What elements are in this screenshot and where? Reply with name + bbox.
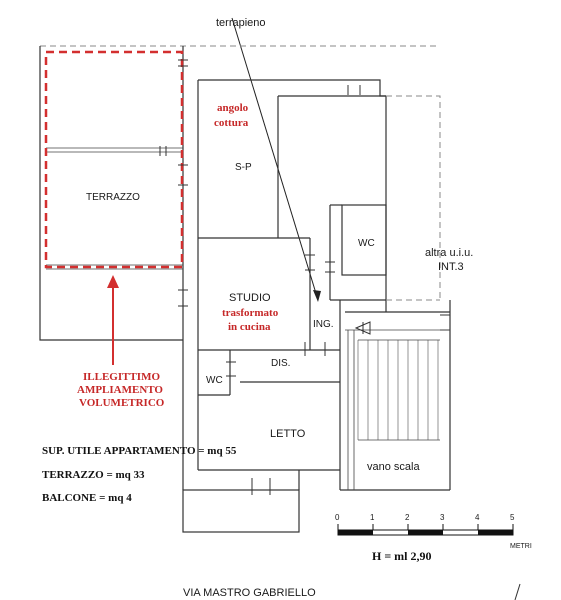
scale-bar: 0 1 2 3 4 5 METRI (335, 513, 532, 550)
label-volumetrico: VOLUMETRICO (79, 397, 165, 409)
area-balcone: BALCONE = mq 4 (42, 492, 132, 504)
label-dis: DIS. (271, 358, 290, 369)
label-altra-uiu: altra u.i.u. (425, 247, 473, 259)
opening-marks (159, 59, 450, 495)
label-studio: STUDIO (229, 292, 271, 304)
label-ing: ING. (313, 319, 334, 330)
label-cottura: cottura (214, 117, 249, 129)
label-terrazzo: TERRAZZO (86, 192, 140, 203)
scale-tick-3: 3 (440, 513, 445, 522)
label-sp: S-P (235, 162, 252, 173)
illegal-extension-outline (44, 50, 184, 269)
illegal-arrow-head (107, 275, 119, 288)
scale-tick-2: 2 (405, 513, 410, 522)
area-terrazzo: TERRAZZO = mq 33 (42, 469, 145, 481)
scale-unit: METRI (510, 543, 532, 550)
north-arrow-fragment (514, 583, 521, 600)
label-trasformato: trasformato (222, 307, 279, 319)
ceiling-height: H = ml 2,90 (372, 549, 432, 563)
label-in-cucina: in cucina (228, 321, 271, 333)
label-angolo: angolo (217, 102, 249, 114)
scale-tick-0: 0 (335, 513, 340, 522)
label-terrapieno: terrapieno (216, 17, 266, 29)
scale-tick-1: 1 (370, 513, 375, 522)
label-ampliamento: AMPLIAMENTO (77, 384, 163, 396)
apartment-walls (39, 46, 387, 533)
pointer-arrowhead (313, 290, 321, 302)
label-int3: INT.3 (438, 261, 464, 273)
scale-tick-5: 5 (510, 513, 515, 522)
label-illegittimo: ILLEGITTIMO (83, 371, 160, 383)
area-sup-utile: SUP. UTILE APPARTAMENTO = mq 55 (42, 445, 237, 457)
label-wc-right: WC (358, 238, 375, 249)
label-letto: LETTO (270, 428, 306, 440)
label-vano-scala: vano scala (367, 461, 420, 473)
terrapieno-pointer (231, 17, 319, 301)
scale-tick-4: 4 (475, 513, 480, 522)
stairwell (340, 300, 451, 491)
neighbour-unit-outline (386, 95, 441, 300)
label-wc-left: WC (206, 375, 223, 386)
street-name: VIA MASTRO GABRIELLO (183, 587, 316, 599)
